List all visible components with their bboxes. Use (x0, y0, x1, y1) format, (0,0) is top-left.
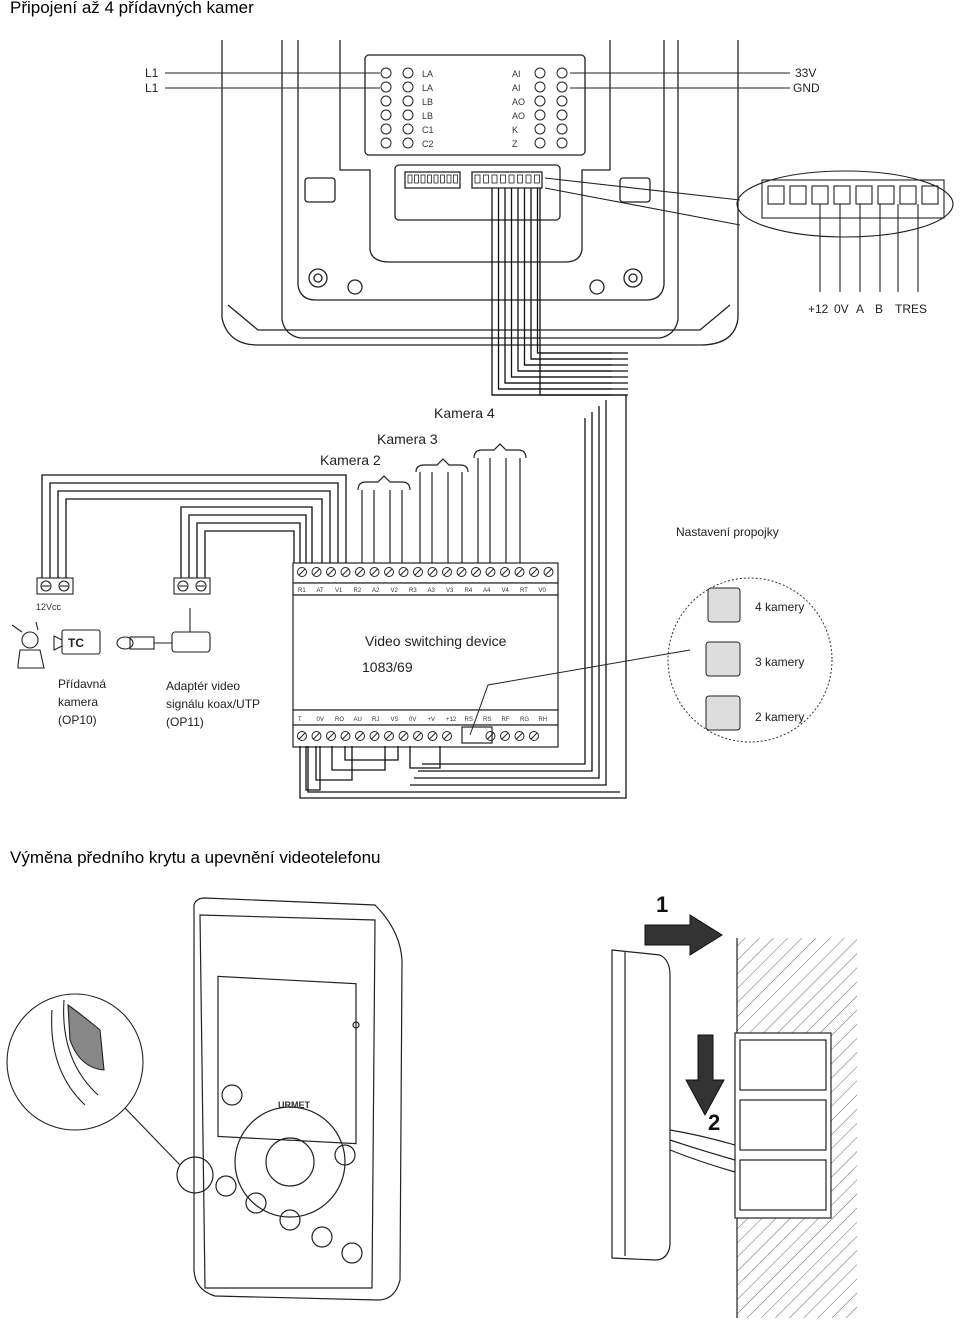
monitor-right-terminal-label: AI (512, 83, 521, 93)
device-top-label: RT (520, 588, 528, 594)
device-bottom-label: T (298, 717, 302, 723)
monitor-housing (221, 40, 739, 346)
zoom-pin-label: TRES (895, 302, 927, 316)
zoom-pin-label: +12 (808, 302, 829, 316)
device-top-label: R4 (465, 588, 473, 594)
camera-bus-cable (410, 188, 628, 786)
device-top-label: V4 (502, 588, 510, 594)
device-top-label: V2 (391, 588, 399, 594)
replacement-heading: Výměna předního krytu a upevnění videote… (10, 848, 381, 867)
arrow-step-2 (685, 1034, 725, 1117)
monitor-connectors (407, 174, 540, 184)
jumper-bubble (667, 577, 833, 743)
monitor-left-terminal-label: LA (422, 83, 433, 93)
monitor-left-terminal-label: C1 (422, 125, 434, 135)
device-model: 1083/69 (362, 659, 413, 675)
camera-4-label: Kamera 4 (434, 405, 495, 421)
device-top-label: V0 (539, 588, 547, 594)
device-top-label: AT (317, 588, 325, 594)
device-top-label: R1 (298, 588, 306, 594)
device-bottom-label: AU (354, 717, 362, 723)
camera-figure (11, 621, 101, 669)
device-bottom-label: +12 (446, 717, 457, 723)
device-bottom-label: RS (465, 717, 473, 723)
device-bottom-label: RS (483, 717, 491, 723)
camera-3-label: Kamera 3 (377, 431, 438, 447)
monitor-left-terminal-label: LB (422, 97, 433, 107)
jumper-icons (705, 587, 741, 731)
camera-label-3: (OP10) (58, 713, 97, 727)
adapter-label-1: Adaptér video (166, 679, 240, 693)
adapter-label-2: signálu koax/UTP (166, 697, 260, 711)
camera-label-1: Přídavná (58, 677, 106, 691)
jumper-option-4: 4 kamery (755, 600, 804, 614)
monitor-left-terminals (380, 67, 568, 149)
monitor-left-terminal-label: LB (422, 111, 433, 121)
device-bottom-label: RG (520, 717, 529, 723)
line-gnd: GND (793, 81, 820, 95)
jumper-option-3: 3 kamery (755, 655, 804, 669)
step-2-label: 2 (708, 1110, 720, 1135)
device-bottom-label: RJ (372, 717, 379, 723)
connection-heading: Připojení až 4 přídavných kamer (10, 0, 254, 17)
device-bottom-label: VS (391, 717, 399, 723)
camera-2-label: Kamera 2 (320, 452, 381, 468)
monitor-right-terminal-label: Z (512, 139, 518, 149)
jumper-title: Nastavení propojky (676, 525, 779, 539)
arrow-step-1 (644, 914, 723, 956)
monitor-right-terminal-label: AO (512, 97, 525, 107)
device-top-label: V1 (335, 588, 343, 594)
device-top-label: R2 (354, 588, 362, 594)
line-33v: 33V (795, 66, 816, 80)
supply-label: 12Vcc (36, 602, 62, 612)
device-top-label: V3 (446, 588, 454, 594)
cover-detail-bubble (6, 993, 181, 1166)
step-1-label: 1 (656, 892, 668, 917)
device-top-label: A4 (483, 588, 491, 594)
video-switching-device (292, 562, 559, 748)
monitor-left-terminal-label: C2 (422, 139, 434, 149)
bus-lines (165, 72, 790, 89)
zoom-pin-label: A (856, 302, 864, 316)
camera-2-wires (41, 474, 347, 580)
supply-terminal (36, 577, 211, 595)
device-bottom-label: RO (335, 717, 344, 723)
jumper-option-2: 2 kamery (755, 710, 804, 724)
device-bottom-label: RH (539, 717, 548, 723)
device-bottom-label: 0V (317, 717, 324, 723)
camera-label-2: kamera (58, 695, 98, 709)
device-name: Video switching device (365, 633, 507, 649)
line-l1-a: L1 (145, 66, 159, 80)
device-top-label: A2 (372, 588, 380, 594)
device-bottom-label: 0V (409, 717, 416, 723)
camera-input-wires (357, 443, 527, 567)
device-top-label: R3 (409, 588, 417, 594)
zoom-pin-label: B (875, 302, 883, 316)
device-top-label: A3 (428, 588, 436, 594)
brand-logo: URMET (278, 1100, 310, 1110)
device-bottom-wiring (299, 188, 627, 799)
connector-zoom (544, 170, 954, 292)
monitor-left-terminal-label: LA (422, 69, 433, 79)
jumper-pointer (469, 649, 691, 736)
device-bottom-label: +V (428, 717, 436, 723)
videophone-front (176, 897, 403, 1301)
monitor-right-terminal-label: AO (512, 111, 525, 121)
monitor-right-terminal-label: AI (512, 69, 521, 79)
device-bottom-label: RF (502, 717, 510, 723)
tc-logo: TC (68, 636, 84, 650)
zoom-pin-label: 0V (834, 302, 849, 316)
monitor-right-terminal-label: K (512, 125, 518, 135)
adapter-figure (116, 608, 211, 653)
wall-mount-side-view (611, 938, 857, 1318)
line-l1-b: L1 (145, 81, 159, 95)
adapter-label-3: (OP11) (166, 715, 204, 729)
